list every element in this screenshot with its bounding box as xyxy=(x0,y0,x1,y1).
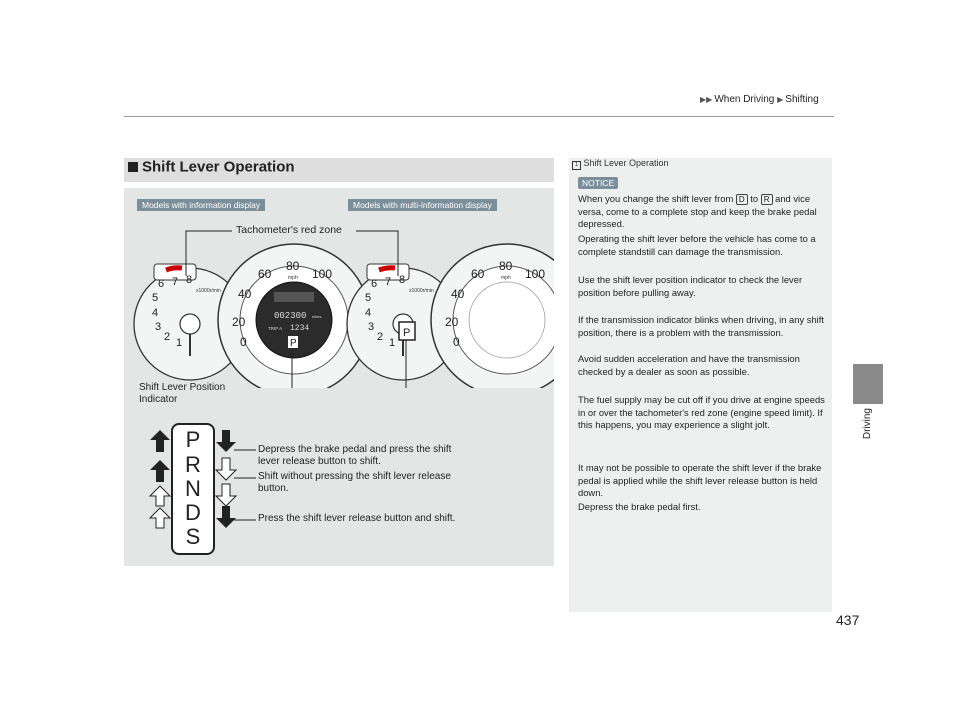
gear-s: S xyxy=(185,524,201,549)
speed-number: 20 xyxy=(445,315,459,329)
red-zone-arc xyxy=(165,265,183,273)
note-paragraph: If the transmission indicator blinks whe… xyxy=(578,314,824,338)
gear-p: P xyxy=(185,427,201,452)
chevron-right-icon: ▶ xyxy=(777,95,784,104)
arrow-down-solid-icon xyxy=(216,430,236,452)
speed-number: 20 xyxy=(232,315,246,329)
chevron-right-icon: ▶▶ xyxy=(700,95,713,104)
speed-number: 100 xyxy=(525,267,545,281)
section-heading: Shift Lever Operation xyxy=(124,158,554,182)
mph-unit: mph xyxy=(288,275,298,281)
arrow-up-solid-icon xyxy=(150,430,170,452)
speed-number: 80 xyxy=(286,259,300,273)
section-square-icon xyxy=(128,161,138,172)
tach-number: 4 xyxy=(365,307,371,319)
key-d-icon: D xyxy=(735,194,748,205)
section-title: Shift Lever Operation xyxy=(142,158,295,176)
gear-r: R xyxy=(185,452,201,477)
key-r-icon: R xyxy=(760,194,773,205)
tach-number: 6 xyxy=(158,278,164,290)
mph-unit: mph xyxy=(501,275,511,281)
trip-label: TRIP A xyxy=(268,326,282,331)
arrow-down-outline-icon xyxy=(214,457,238,481)
shift-arrows xyxy=(148,430,256,529)
tach-number: 8 xyxy=(186,274,192,286)
notes-heading: 1 Shift Lever Operation xyxy=(572,158,669,170)
note-paragraph: When you change the shift lever from D t… xyxy=(578,193,817,229)
tach-number: 5 xyxy=(365,292,371,304)
arrow-up-outline-icon xyxy=(148,485,172,507)
breadcrumb-item[interactable]: Shifting xyxy=(785,94,819,105)
shift-gate: P R N D S xyxy=(171,423,215,555)
chapter-tab-label: Driving xyxy=(862,408,873,440)
arrow-down-solid-icon xyxy=(216,506,236,528)
model-label-multi-info: Models with multi-information display xyxy=(348,199,497,211)
reference-icon: 1 xyxy=(572,161,581,170)
callout-shift-right xyxy=(405,340,407,388)
odometer-unit: miles xyxy=(312,314,321,319)
speed-number: 0 xyxy=(240,335,247,349)
breadcrumb-item[interactable]: When Driving xyxy=(714,94,775,105)
cluster-right: P x1000r/min 1 2 3 4 5 6 7 8 0 20 40 60 … xyxy=(346,243,554,388)
note-paragraph: Avoid sudden acceleration and have the t… xyxy=(578,353,800,377)
speed-number: 60 xyxy=(471,267,485,281)
arrow-down-outline-icon xyxy=(214,483,238,507)
callout-tach-left xyxy=(185,230,232,276)
note-paragraph: Depress the brake pedal first. xyxy=(578,501,701,512)
callout-tach-right xyxy=(356,230,399,276)
tach-number: 2 xyxy=(164,331,170,343)
speed-number: 0 xyxy=(453,335,460,349)
legend-release-button: Press the shift lever release button and… xyxy=(258,513,456,524)
callout-shift-left xyxy=(291,348,293,388)
speed-number: 100 xyxy=(312,267,332,281)
speed-number: 40 xyxy=(238,287,252,301)
tach-number: 5 xyxy=(152,292,158,304)
legend-solid-arrow: Depress the brake pedal and press the sh… xyxy=(258,444,452,467)
note-paragraph: Use the shift lever position indicator t… xyxy=(578,274,803,298)
rpm-unit: x1000r/min xyxy=(196,288,221,294)
tach-number: 7 xyxy=(385,276,391,288)
tach-number: 7 xyxy=(172,276,178,288)
shift-indicator-letter: P xyxy=(290,338,297,349)
rpm-unit: x1000r/min xyxy=(409,288,434,294)
header-divider xyxy=(124,116,834,117)
speed-number: 40 xyxy=(451,287,465,301)
notice-badge: NOTICE xyxy=(578,177,619,189)
speed-number: 60 xyxy=(258,267,272,281)
gear-d: D xyxy=(185,500,201,525)
tach-number: 8 xyxy=(399,274,405,286)
red-zone-arc xyxy=(378,265,396,273)
tach-number: 3 xyxy=(368,321,374,333)
shift-indicator-right xyxy=(398,321,416,341)
speed-number: 80 xyxy=(499,259,513,273)
tach-number: 2 xyxy=(377,331,383,343)
gear-n: N xyxy=(185,476,201,501)
tach-number: 3 xyxy=(155,321,161,333)
note-paragraph: Operating the shift lever before the veh… xyxy=(578,233,816,257)
breadcrumb: ▶▶When Driving ▶Shifting xyxy=(700,94,819,105)
tach-number: 1 xyxy=(176,337,182,349)
legend-outline-arrow: Shift without pressing the shift lever r… xyxy=(258,471,451,494)
tach-number: 6 xyxy=(371,278,377,290)
callout-lines xyxy=(185,230,407,388)
arrow-up-solid-icon xyxy=(150,460,170,482)
shift-indicator-letter: P xyxy=(403,327,410,339)
chapter-tab[interactable] xyxy=(853,364,883,404)
tach-number: 4 xyxy=(152,307,158,319)
page-number: 437 xyxy=(836,612,860,628)
note-paragraph: The fuel supply may be cut off if you dr… xyxy=(578,394,825,430)
cluster-left: x1000r/min 1 2 3 4 5 6 7 8 0 20 40 60 80… xyxy=(133,243,371,388)
tach-number: 1 xyxy=(389,337,395,349)
note-paragraph: It may not be possible to operate the sh… xyxy=(578,462,822,498)
trip-value: 1234 xyxy=(290,324,309,333)
callout-shift-indicator: Shift Lever Position Indicator xyxy=(139,382,226,405)
callout-tachometer-red-zone: Tachometer's red zone xyxy=(236,224,342,236)
model-label-info: Models with information display xyxy=(137,199,266,211)
odometer-value: 002300 xyxy=(274,311,306,321)
shift-indicator-left xyxy=(288,336,298,348)
notes-panel xyxy=(569,158,832,612)
arrow-up-outline-icon xyxy=(148,507,172,529)
instrument-cluster-illustration: x1000r/min 1 2 3 4 5 6 7 8 0 20 40 60 80… xyxy=(133,230,554,388)
